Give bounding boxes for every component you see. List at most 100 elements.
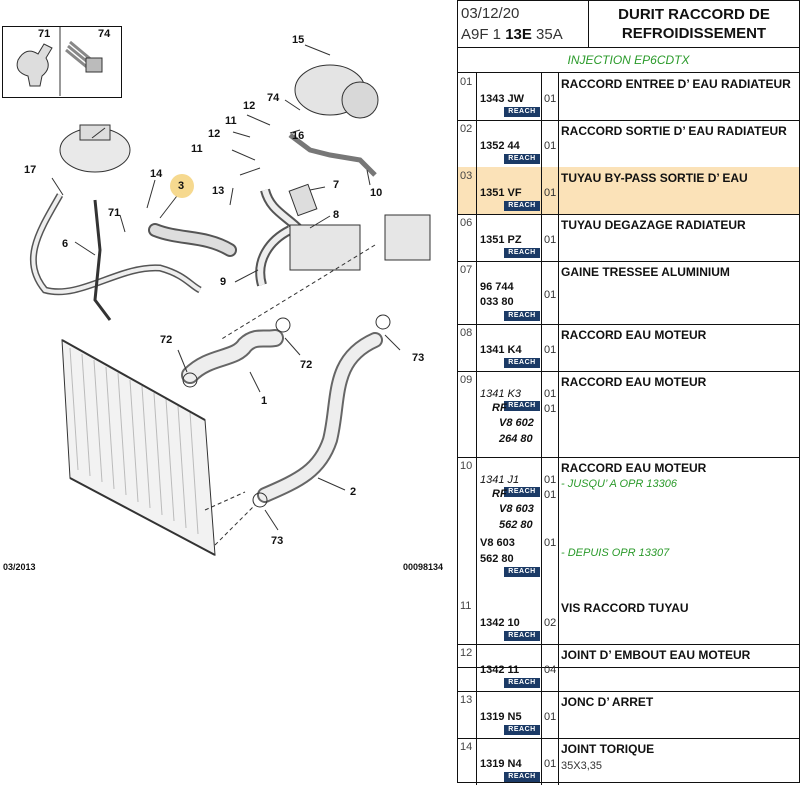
part-qty: 01: [544, 474, 557, 486]
row-index: 13: [458, 691, 477, 738]
row-index: 09: [458, 371, 477, 457]
callout-9: 9: [220, 276, 227, 288]
part-dimensions: 35X3,35: [561, 760, 602, 772]
part-desc: RACCORD EAU MOTEUR: [561, 375, 707, 389]
part-ref-alt-cont: 562 80: [480, 553, 514, 565]
validity-note-from: - DEPUIS OPR 13307: [561, 547, 670, 559]
part-qty: 01: [544, 388, 557, 400]
inset-label-74: 74: [98, 28, 111, 40]
callout-71: 71: [108, 207, 121, 219]
part-ref[interactable]: 1352 44: [480, 140, 520, 152]
row-index: 02: [458, 120, 477, 167]
part-desc: RACCORD SORTIE D’ EAU RADIATEUR: [561, 124, 787, 138]
part-desc: JONC D’ ARRET: [561, 695, 654, 709]
inset-label-71: 71: [38, 28, 51, 40]
part-qty: 01: [544, 537, 557, 549]
header-code: A9F 1 13E 35A: [461, 26, 563, 43]
part-ref[interactable]: 1343 JW: [480, 93, 525, 105]
part-qty: 01: [544, 758, 557, 770]
callout-7: 7: [333, 179, 340, 191]
part-desc: JOINT D’ EMBOUT EAU MOTEUR: [561, 648, 751, 662]
reach-badge: REACH: [504, 567, 540, 577]
callout-16: 16: [292, 130, 305, 142]
callout-12b: 12: [208, 128, 221, 140]
reach-badge: REACH: [504, 401, 540, 411]
part-qty: 01: [544, 403, 557, 415]
reach-badge: REACH: [504, 248, 540, 258]
part-qty: 01: [544, 711, 557, 723]
part-ref[interactable]: 1351 PZ: [480, 234, 522, 246]
reach-badge: REACH: [504, 725, 540, 735]
part-desc: RACCORD ENTREE D’ EAU RADIATEUR: [561, 77, 791, 91]
part-qty: 02: [544, 617, 557, 629]
part-ref-new[interactable]: V8 602: [499, 417, 534, 429]
row-index: 03: [458, 167, 477, 214]
part-ref[interactable]: 1319 N4: [480, 758, 522, 770]
part-desc: JOINT TORIQUE: [561, 742, 655, 756]
callout-72b: 72: [300, 359, 313, 371]
part-ref-alt[interactable]: V8 603: [480, 537, 515, 549]
part-ref[interactable]: 1342 11: [480, 664, 520, 676]
parts-list-panel: 03/12/20 A9F 1 13E 35A DURIT RACCORD DE …: [457, 0, 800, 785]
part-ref[interactable]: 1319 N5: [480, 711, 522, 723]
part-qty: 01: [544, 93, 557, 105]
row-index: 12: [458, 644, 477, 691]
part-desc: TUYAU DEGAZAGE RADIATEUR: [561, 218, 746, 232]
engine-variant: INJECTION EP6CDTX: [458, 48, 799, 73]
table-row[interactable]: 01 1343 JW REACH 01 RACCORD ENTREE D’ EAU…: [458, 73, 799, 121]
callout-15: 15: [292, 34, 305, 46]
part-ref-cont: 033 80: [480, 296, 514, 308]
part-ref-old[interactable]: 1341 K3: [480, 388, 521, 400]
callout-10: 10: [370, 187, 383, 199]
table-row[interactable]: 13 1319 N5 REACH 01 JONC D’ ARRET: [458, 691, 799, 739]
selected-part-highlight: [170, 174, 194, 198]
part-desc: VIS RACCORD TUYAU: [561, 601, 689, 615]
part-qty: 04: [544, 664, 557, 676]
part-ref[interactable]: 1351 VF: [480, 187, 522, 199]
row-index: 01: [458, 73, 477, 120]
exploded-diagram: 71 74 15 74 12 11 12 16 11 10 7 8 17 14 …: [2, 26, 443, 572]
table-row-selected[interactable]: 03 1351 VF REACH 01 TUYAU BY-PASS SORTIE …: [458, 167, 799, 215]
table-row[interactable]: 06 1351 PZ REACH 01 TUYAU DEGAZAGE RADIAT…: [458, 214, 799, 262]
callout-3: 3: [178, 180, 185, 192]
page-title: DURIT RACCORD DE REFROIDISSEMENT: [588, 1, 799, 47]
row-index: 10: [458, 457, 477, 667]
part-qty: 01: [544, 234, 557, 246]
row-index: 07: [458, 261, 477, 324]
row-index: 06: [458, 214, 477, 261]
part-qty: 01: [544, 187, 557, 199]
part-qty: 01: [544, 289, 557, 301]
part-desc: TUYAU BY-PASS SORTIE D’ EAU: [561, 171, 748, 185]
part-ref[interactable]: 96 744: [480, 281, 514, 293]
part-ref-prefix: RF: [492, 402, 507, 414]
part-ref-new-cont: 562 80: [499, 519, 533, 531]
inset-box: [2, 26, 122, 98]
part-qty: 01: [544, 489, 557, 501]
callout-12: 12: [243, 100, 256, 112]
table-row[interactable]: 10 1341 J1 REACH RF V8 603 562 80 V8 603…: [458, 457, 799, 668]
diagram-drawing: [16, 26, 431, 556]
reach-badge: REACH: [504, 201, 540, 211]
reach-badge: REACH: [504, 311, 540, 321]
reach-badge: REACH: [504, 631, 540, 641]
part-ref-new[interactable]: V8 603: [499, 503, 534, 515]
part-desc: RACCORD EAU MOTEUR: [561, 461, 707, 475]
part-ref-old[interactable]: 1341 J1: [480, 474, 520, 486]
callout-11b: 11: [191, 143, 203, 155]
part-ref[interactable]: 1341 K4: [480, 344, 522, 356]
reach-badge: REACH: [504, 107, 540, 117]
reach-badge: REACH: [504, 154, 540, 164]
callout-14: 14: [150, 168, 163, 180]
callout-72: 72: [160, 334, 173, 346]
table-row[interactable]: 09 1341 K3 REACH RF V8 602 264 80 01 01 …: [458, 371, 799, 458]
validity-note-until: - JUSQU’ A OPR 13306: [561, 478, 677, 490]
part-ref[interactable]: 1342 10: [480, 617, 520, 629]
callout-73: 73: [412, 352, 425, 364]
table-row[interactable]: 07 96 744 033 80 REACH 01 GAINE TRESSEE …: [458, 261, 799, 325]
callout-8: 8: [333, 209, 340, 221]
